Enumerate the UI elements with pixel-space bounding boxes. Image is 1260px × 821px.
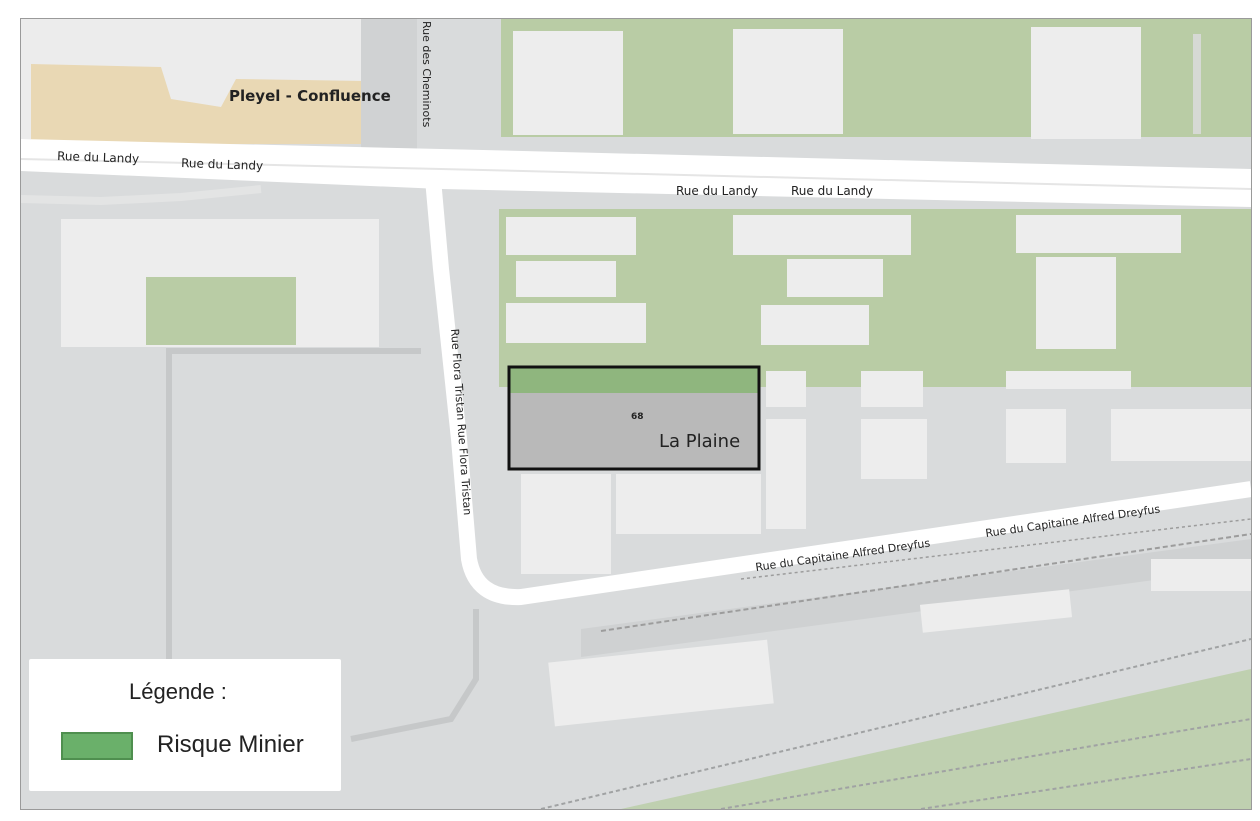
rue-du-landy	[21, 139, 1251, 207]
street-label-cheminots: Rue des Cheminots	[420, 21, 433, 128]
street-label-landy-2: Rue du Landy	[181, 156, 263, 173]
parcel-la-plaine	[507, 365, 761, 471]
street-label-landy-3: Rue du Landy	[676, 184, 758, 198]
green-zone-south	[499, 209, 1251, 389]
street-label-landy-1: Rue du Landy	[57, 149, 139, 166]
legend: Légende : Risque Minier	[29, 659, 341, 791]
parcel-number: 68	[631, 412, 644, 422]
west-buildings	[21, 185, 421, 719]
legend-title: Légende :	[129, 679, 227, 704]
green-zone-north	[501, 19, 1251, 139]
legend-swatch-risque-minier	[61, 732, 133, 760]
middle-buildings	[521, 371, 1251, 574]
place-label: Pleyel - Confluence	[229, 87, 391, 105]
street-label-landy-4: Rue du Landy	[791, 184, 873, 198]
south-area	[540, 518, 1251, 809]
flora-dreyfus-roads	[350, 178, 1251, 742]
pleyel-zone	[21, 19, 366, 144]
parcel-label: La Plaine	[659, 431, 740, 452]
cheminots-street	[361, 19, 417, 149]
map: Pleyel - Confluence Rue du Landy Rue du …	[20, 18, 1252, 810]
legend-label-risque-minier: Risque Minier	[157, 731, 304, 758]
